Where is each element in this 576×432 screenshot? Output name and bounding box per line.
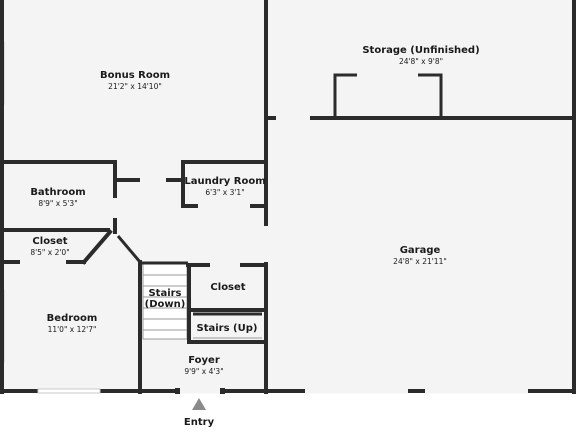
foyer-dims: 9'9" x 4'3" <box>184 367 223 376</box>
wall-closet-diagonal <box>81 229 113 265</box>
stairs-up-label: Stairs (Up) <box>197 323 258 334</box>
floor-area <box>0 0 576 392</box>
stairs-down-label-line2: (Down) <box>145 299 186 310</box>
wall-bedroom-diagonal <box>116 235 142 263</box>
storage-partition-left <box>333 73 357 118</box>
bedroom-dims: 11'0" x 12'7" <box>48 325 97 334</box>
storage-partition-right <box>418 73 443 118</box>
bathroom-label: Bathroom <box>30 187 85 198</box>
bonus-room-dims: 21'2" x 14'10" <box>108 82 162 91</box>
laundry-label: Laundry Room <box>184 176 265 187</box>
storage-dims: 24'8" x 9'8" <box>399 57 443 66</box>
garage-dims: 24'8" x 21'11" <box>393 257 447 266</box>
stairs-down-label-line1: Stairs <box>148 288 181 299</box>
garage-label: Garage <box>400 245 441 256</box>
bedroom-window <box>37 388 101 394</box>
laundry-dims: 6'3" x 3'1" <box>205 188 244 197</box>
entry-arrow-icon <box>192 398 206 410</box>
stairs-down-treads <box>143 274 187 331</box>
storage-label: Storage (Unfinished) <box>362 45 479 56</box>
closet-mid-label: Closet <box>210 282 245 293</box>
foyer-label: Foyer <box>188 355 220 366</box>
bedroom-label: Bedroom <box>47 313 98 324</box>
bathroom-dims: 8'9" x 5'3" <box>38 199 77 208</box>
closet-left-label: Closet <box>32 236 67 247</box>
front-door-jamb-right <box>220 388 225 394</box>
stairs-down-area <box>142 263 188 340</box>
bonus-room-label: Bonus Room <box>100 70 170 81</box>
front-door-jamb-left <box>175 388 180 394</box>
closet-left-dims: 8'5" x 2'0" <box>30 248 69 257</box>
entry-label: Entry <box>184 417 215 428</box>
